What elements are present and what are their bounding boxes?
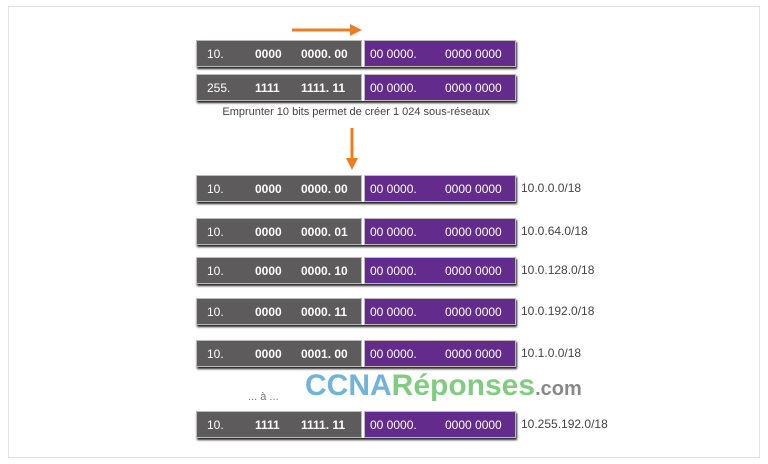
borrowed-bits-b: 0000. 11 <box>301 305 348 319</box>
network-bits: 10. 0000 0000. 00 <box>196 40 362 67</box>
borrowed-bits-a: 0000 <box>255 347 282 361</box>
host-bits: 00 0000. 0000 0000 <box>364 175 516 202</box>
host-bits-b: 0000 0000 <box>445 305 502 319</box>
address-row: 10. 0000 0000. 10 00 0000. 0000 0000 <box>196 257 516 284</box>
borrowed-bits-a: 0000 <box>255 47 282 61</box>
host-bits: 00 0000. 0000 0000 <box>364 74 516 101</box>
host-bits-b: 0000 0000 <box>445 418 502 432</box>
caption: Emprunter 10 bits permet de créer 1 024 … <box>222 106 490 118</box>
borrowed-bits-b: 0000. 00 <box>301 47 348 61</box>
subnet-label: 10.0.64.0/18 <box>521 224 588 238</box>
watermark-part-2: Réponses <box>391 369 536 402</box>
host-bits: 00 0000. 0000 0000 <box>364 257 516 284</box>
address-row: 10. 0000 0001. 00 00 0000. 0000 0000 <box>196 340 516 367</box>
ellipsis: ... à ... <box>248 391 279 403</box>
address-row: 10. 0000 0000. 01 00 0000. 0000 0000 <box>196 218 516 245</box>
host-bits-a: 00 0000. <box>370 264 417 278</box>
borrowed-bits-a: 0000 <box>255 305 282 319</box>
subnet-label: 10.0.128.0/18 <box>521 263 595 277</box>
arrow-down-icon <box>346 128 358 170</box>
host-bits-b: 0000 0000 <box>445 264 502 278</box>
arrow-right-icon <box>292 24 362 36</box>
address-row: 10. 0000 0000. 11 00 0000. 0000 0000 <box>196 298 516 325</box>
network-bits: 10. 0000 0000. 10 <box>196 257 362 284</box>
first-octet: 10. <box>207 264 224 278</box>
address-row: 255. 1111 1111. 11 00 0000. 0000 0000 <box>196 74 516 101</box>
borrowed-bits-a: 1111 <box>255 81 280 95</box>
host-bits-b: 0000 0000 <box>445 47 502 61</box>
subnet-label: 10.0.0.0/18 <box>521 181 582 195</box>
borrowed-bits-a: 0000 <box>255 182 282 196</box>
host-bits: 00 0000. 0000 0000 <box>364 298 516 325</box>
borrowed-bits-a: 1111 <box>255 418 280 432</box>
subnet-label: 10.1.0.0/18 <box>521 346 582 360</box>
first-octet: 10. <box>207 47 224 61</box>
first-octet: 10. <box>207 305 224 319</box>
subnet-label: 10.0.192.0/18 <box>521 304 595 318</box>
host-bits-b: 0000 0000 <box>445 225 502 239</box>
borrowed-bits-b: 0000. 10 <box>301 264 348 278</box>
network-bits: 10. 0000 0000. 00 <box>196 175 362 202</box>
watermark-part-1: CCNA <box>305 369 392 402</box>
host-bits-a: 00 0000. <box>370 305 417 319</box>
first-octet: 255. <box>207 81 231 95</box>
watermark-logo: CCNARéponses.com <box>305 371 582 404</box>
host-bits: 00 0000. 0000 0000 <box>364 218 516 245</box>
host-bits: 00 0000. 0000 0000 <box>364 411 516 438</box>
borrowed-bits-b: 0000. 00 <box>301 182 348 196</box>
borrowed-bits-b: 1111. 11 <box>301 81 346 95</box>
borrowed-bits-b: 1111. 11 <box>301 418 346 432</box>
host-bits-a: 00 0000. <box>370 418 417 432</box>
borrowed-bits-a: 0000 <box>255 225 282 239</box>
network-bits: 10. 0000 0000. 01 <box>196 218 362 245</box>
host-bits-b: 0000 0000 <box>445 347 502 361</box>
host-bits: 00 0000. 0000 0000 <box>364 340 516 367</box>
address-row: 10. 0000 0000. 00 00 0000. 0000 0000 <box>196 40 516 67</box>
frame <box>8 6 760 458</box>
first-octet: 10. <box>207 225 224 239</box>
network-bits: 10. 1111 1111. 11 <box>196 411 362 438</box>
host-bits-b: 0000 0000 <box>445 81 502 95</box>
host-bits: 00 0000. 0000 0000 <box>364 40 516 67</box>
borrowed-bits-a: 0000 <box>255 264 282 278</box>
network-bits: 255. 1111 1111. 11 <box>196 74 362 101</box>
host-bits-a: 00 0000. <box>370 182 417 196</box>
host-bits-b: 0000 0000 <box>445 182 502 196</box>
watermark-part-3: .com <box>535 378 582 400</box>
network-bits: 10. 0000 0001. 00 <box>196 340 362 367</box>
first-octet: 10. <box>207 182 224 196</box>
host-bits-a: 00 0000. <box>370 225 417 239</box>
host-bits-a: 00 0000. <box>370 347 417 361</box>
borrowed-bits-b: 0001. 00 <box>301 347 348 361</box>
host-bits-a: 00 0000. <box>370 47 417 61</box>
address-row: 10. 1111 1111. 11 00 0000. 0000 0000 <box>196 411 516 438</box>
borrowed-bits-b: 0000. 01 <box>301 225 348 239</box>
subnet-label: 10.255.192.0/18 <box>521 417 608 431</box>
host-bits-a: 00 0000. <box>370 81 417 95</box>
first-octet: 10. <box>207 418 224 432</box>
first-octet: 10. <box>207 347 224 361</box>
network-bits: 10. 0000 0000. 11 <box>196 298 362 325</box>
address-row: 10. 0000 0000. 00 00 0000. 0000 0000 <box>196 175 516 202</box>
